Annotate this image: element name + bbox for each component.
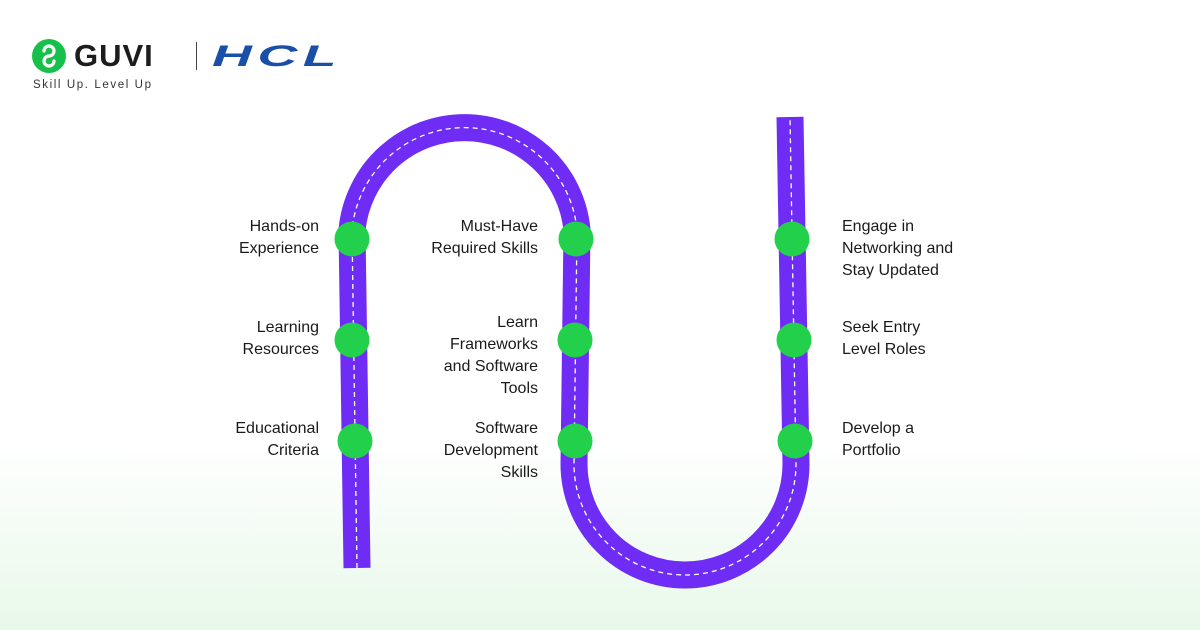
milestone-label-educational-criteria: Educational Criteria	[235, 420, 319, 459]
milestone-marker	[558, 221, 594, 257]
milestone-marker	[334, 221, 370, 257]
road-centerline	[351, 116, 797, 576]
milestone-label-portfolio: Develop a Portfolio	[842, 420, 915, 459]
brand-header: GUVI HCL Skill Up. Level Up	[32, 36, 339, 96]
milestone-label-must-have-skills: Must-Have Required Skills	[431, 218, 538, 257]
milestone-label-hands-on: Hands-on Experience	[238, 218, 319, 257]
milestone-marker	[557, 423, 593, 459]
milestone-label-entry-level: Seek Entry Level Roles	[842, 319, 926, 358]
milestone-label-networking: Engage in Networking and Stay Updated	[842, 218, 954, 279]
hcl-logo: HCL	[212, 41, 342, 71]
milestone-label-software-dev-skills: Software Development Skills	[443, 420, 538, 481]
milestone-label-learning-resources: Learning Resources	[242, 319, 319, 358]
guvi-wordmark: GUVI	[74, 38, 154, 73]
milestone-marker	[776, 322, 812, 358]
svg-text:HCL: HCL	[212, 41, 342, 71]
brand-tagline: Skill Up. Level Up	[33, 79, 153, 91]
guvi-logo-icon	[32, 39, 66, 73]
milestone-marker	[334, 322, 370, 358]
milestone-label-frameworks: Learn Frameworks and Software Tools	[443, 314, 538, 397]
milestone-marker	[557, 322, 593, 358]
milestone-marker	[774, 221, 810, 257]
milestone-marker	[777, 423, 813, 459]
milestone-marker	[337, 423, 373, 459]
brand-divider	[196, 42, 197, 70]
